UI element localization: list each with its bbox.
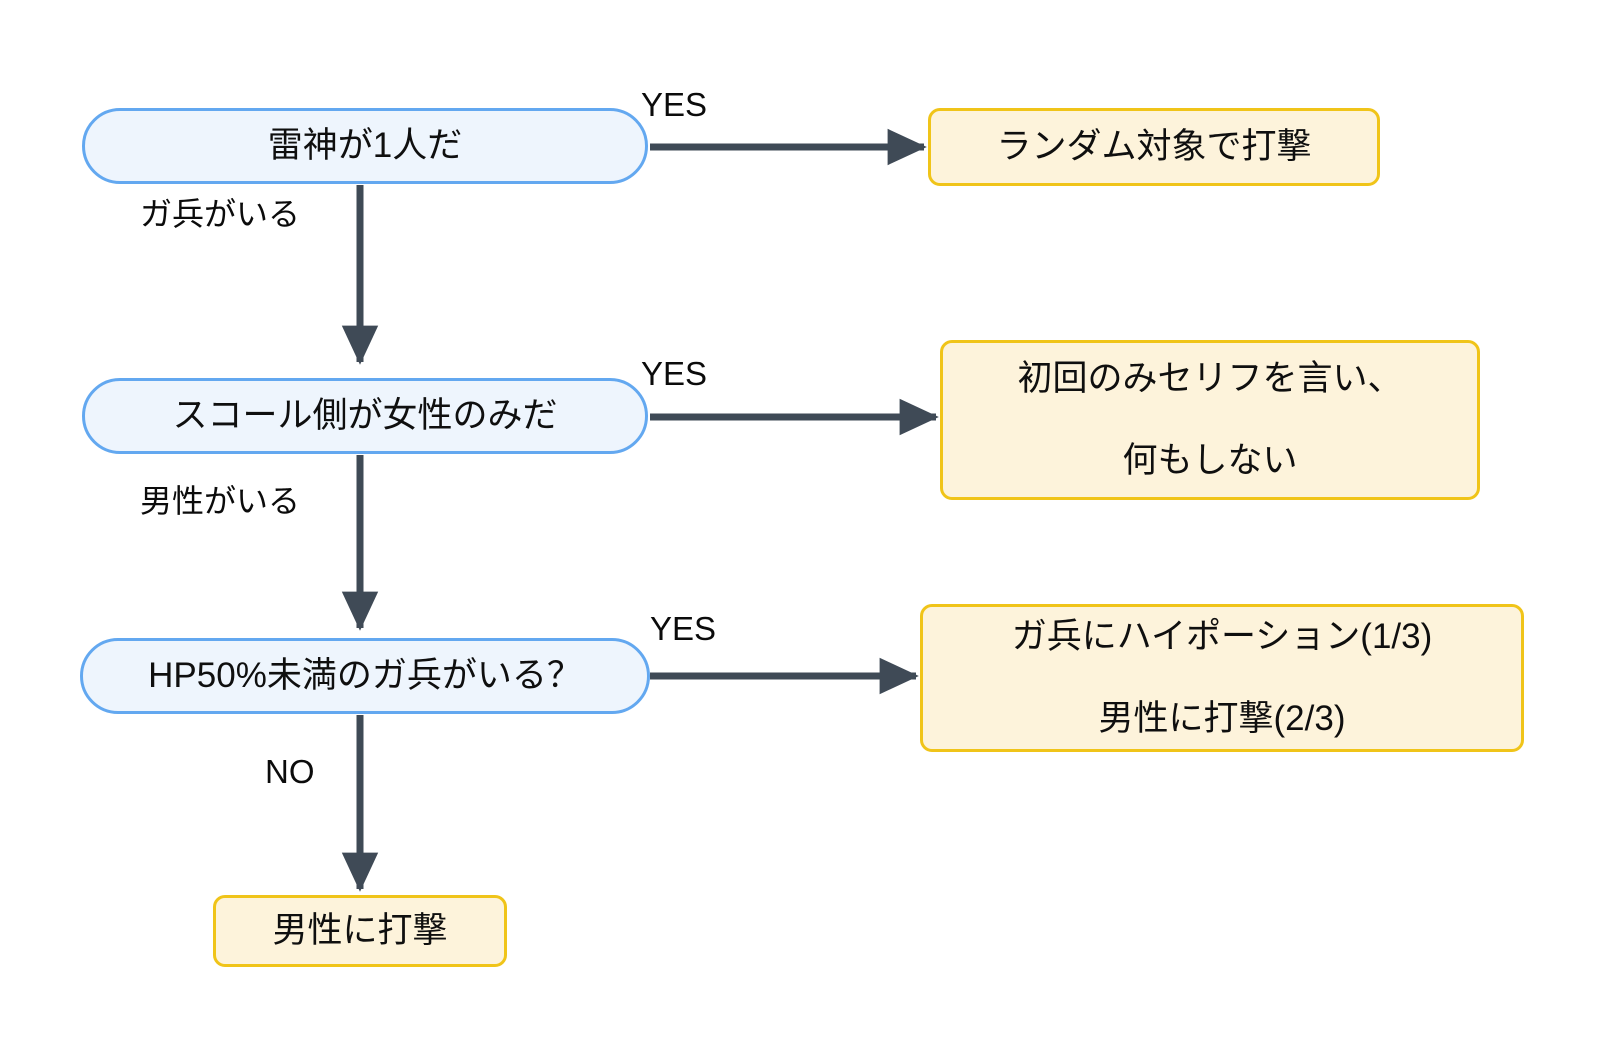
decision-node-raijin-label: 雷神が1人だ [267, 125, 463, 165]
action-node-first-time-line-2: 何もしない [1122, 441, 1298, 480]
action-node-hipotion-or-strike-line-2: 男性に打撃(2/3) [1098, 699, 1346, 738]
action-node-hipotion-or-strike-line-1: ガ兵にハイポーション(1/3) [1011, 616, 1433, 656]
edge-label-d2-a2: YES [641, 355, 708, 392]
action-node-first-time-line[interactable]: 初回のみセリフを言い、 何もしない [940, 340, 1480, 500]
edge-label-d1-a1: YES [641, 86, 708, 123]
decision-node-hp-below-50-label: HP50%未満のガ兵がいる？ [148, 655, 582, 695]
action-node-strike-male[interactable]: 男性に打撃 [213, 895, 507, 967]
action-node-random-strike-line-1: ランダム対象で打撃 [996, 126, 1312, 166]
edge-label-d1-d2: ガ兵がいる [140, 196, 301, 232]
action-node-strike-male-line-1: 男性に打撃 [272, 910, 448, 950]
action-node-random-strike[interactable]: ランダム対象で打撃 [928, 108, 1380, 186]
decision-node-squall-female-only[interactable]: スコール側が女性のみだ [82, 378, 648, 454]
action-node-first-time-line-1: 初回のみセリフを言い、 [1017, 358, 1403, 398]
edge-label-d3-a4: NO [265, 753, 315, 790]
decision-node-squall-female-only-label: スコール側が女性のみだ [172, 395, 558, 435]
edge-label-d2-d3: 男性がいる [140, 483, 301, 519]
decision-node-hp-below-50[interactable]: HP50%未満のガ兵がいる？ [80, 638, 650, 714]
decision-node-raijin[interactable]: 雷神が1人だ [82, 108, 648, 184]
action-node-hipotion-or-strike[interactable]: ガ兵にハイポーション(1/3) 男性に打撃(2/3) [920, 604, 1524, 752]
edge-label-d3-a3: YES [650, 610, 717, 647]
